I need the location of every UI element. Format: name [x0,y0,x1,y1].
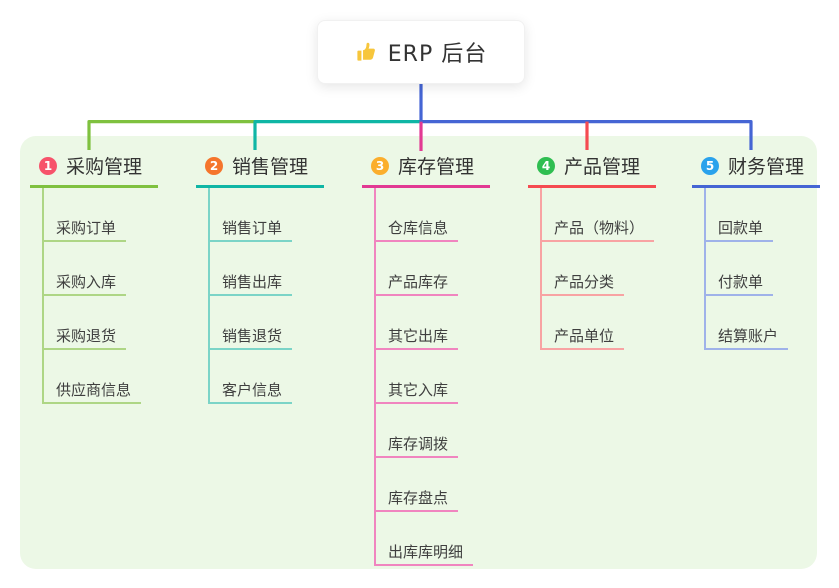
thumbs-up-icon [355,41,378,64]
node-item[interactable]: 采购订单 [42,188,127,242]
branch-header-product[interactable]: 4 产品管理 [528,149,656,188]
node-item[interactable]: 结算账户 [704,296,789,350]
node-item[interactable]: 产品单位 [540,296,625,350]
node-item[interactable]: 付款单 [704,242,774,296]
node-item[interactable]: 采购退货 [42,296,127,350]
branch-inventory: 3 库存管理 仓库信息 产品库存 其它出库 其它入库 库存调拨 库存盘点 出库库… [362,149,490,566]
node-item[interactable]: 库存盘点 [374,458,459,512]
node-item[interactable]: 销售出库 [208,242,293,296]
branch-header-sales[interactable]: 2 销售管理 [196,149,324,188]
node-item[interactable]: 产品库存 [374,242,459,296]
badge-1-icon: 1 [39,156,57,175]
branch-label: 采购管理 [66,156,143,178]
branch-finance: 5 财务管理 回款单 付款单 结算账户 [692,149,820,350]
sub-list-inventory: 仓库信息 产品库存 其它出库 其它入库 库存调拨 库存盘点 出库库明细 [362,188,474,566]
branches-panel [20,136,817,569]
root-label: ERP 后台 [387,42,488,67]
sub-list-purchase: 采购订单 采购入库 采购退货 供应商信息 [30,188,142,404]
branch-header-inventory[interactable]: 3 库存管理 [362,149,490,188]
node-item[interactable]: 产品分类 [540,242,625,296]
node-item[interactable]: 销售退货 [208,296,293,350]
branch-label: 产品管理 [564,156,641,178]
root-node[interactable]: ERP 后台 [317,20,525,84]
branch-label: 库存管理 [398,156,475,178]
node-item[interactable]: 库存调拨 [374,404,459,458]
branch-label: 销售管理 [232,156,309,178]
badge-4-icon: 4 [537,156,555,175]
branch-product: 4 产品管理 产品（物料） 产品分类 产品单位 [528,149,656,350]
node-item[interactable]: 仓库信息 [374,188,459,242]
branch-header-finance[interactable]: 5 财务管理 [692,149,820,188]
node-item[interactable]: 供应商信息 [42,350,142,404]
branch-label: 财务管理 [728,156,805,178]
branch-sales: 2 销售管理 销售订单 销售出库 销售退货 客户信息 [196,149,324,404]
sub-list-product: 产品（物料） 产品分类 产品单位 [528,188,655,350]
badge-2-icon: 2 [205,156,223,175]
badge-3-icon: 3 [371,156,389,175]
node-item[interactable]: 客户信息 [208,350,293,404]
node-item[interactable]: 出库库明细 [374,512,474,566]
branch-header-purchase[interactable]: 1 采购管理 [30,149,158,188]
branch-purchase: 1 采购管理 采购订单 采购入库 采购退货 供应商信息 [30,149,158,404]
sub-list-sales: 销售订单 销售出库 销售退货 客户信息 [196,188,293,404]
node-item[interactable]: 销售订单 [208,188,293,242]
node-item[interactable]: 产品（物料） [540,188,655,242]
node-item[interactable]: 回款单 [704,188,774,242]
badge-5-icon: 5 [701,156,719,175]
node-item[interactable]: 其它入库 [374,350,459,404]
node-item[interactable]: 其它出库 [374,296,459,350]
sub-list-finance: 回款单 付款单 结算账户 [692,188,789,350]
node-item[interactable]: 采购入库 [42,242,127,296]
